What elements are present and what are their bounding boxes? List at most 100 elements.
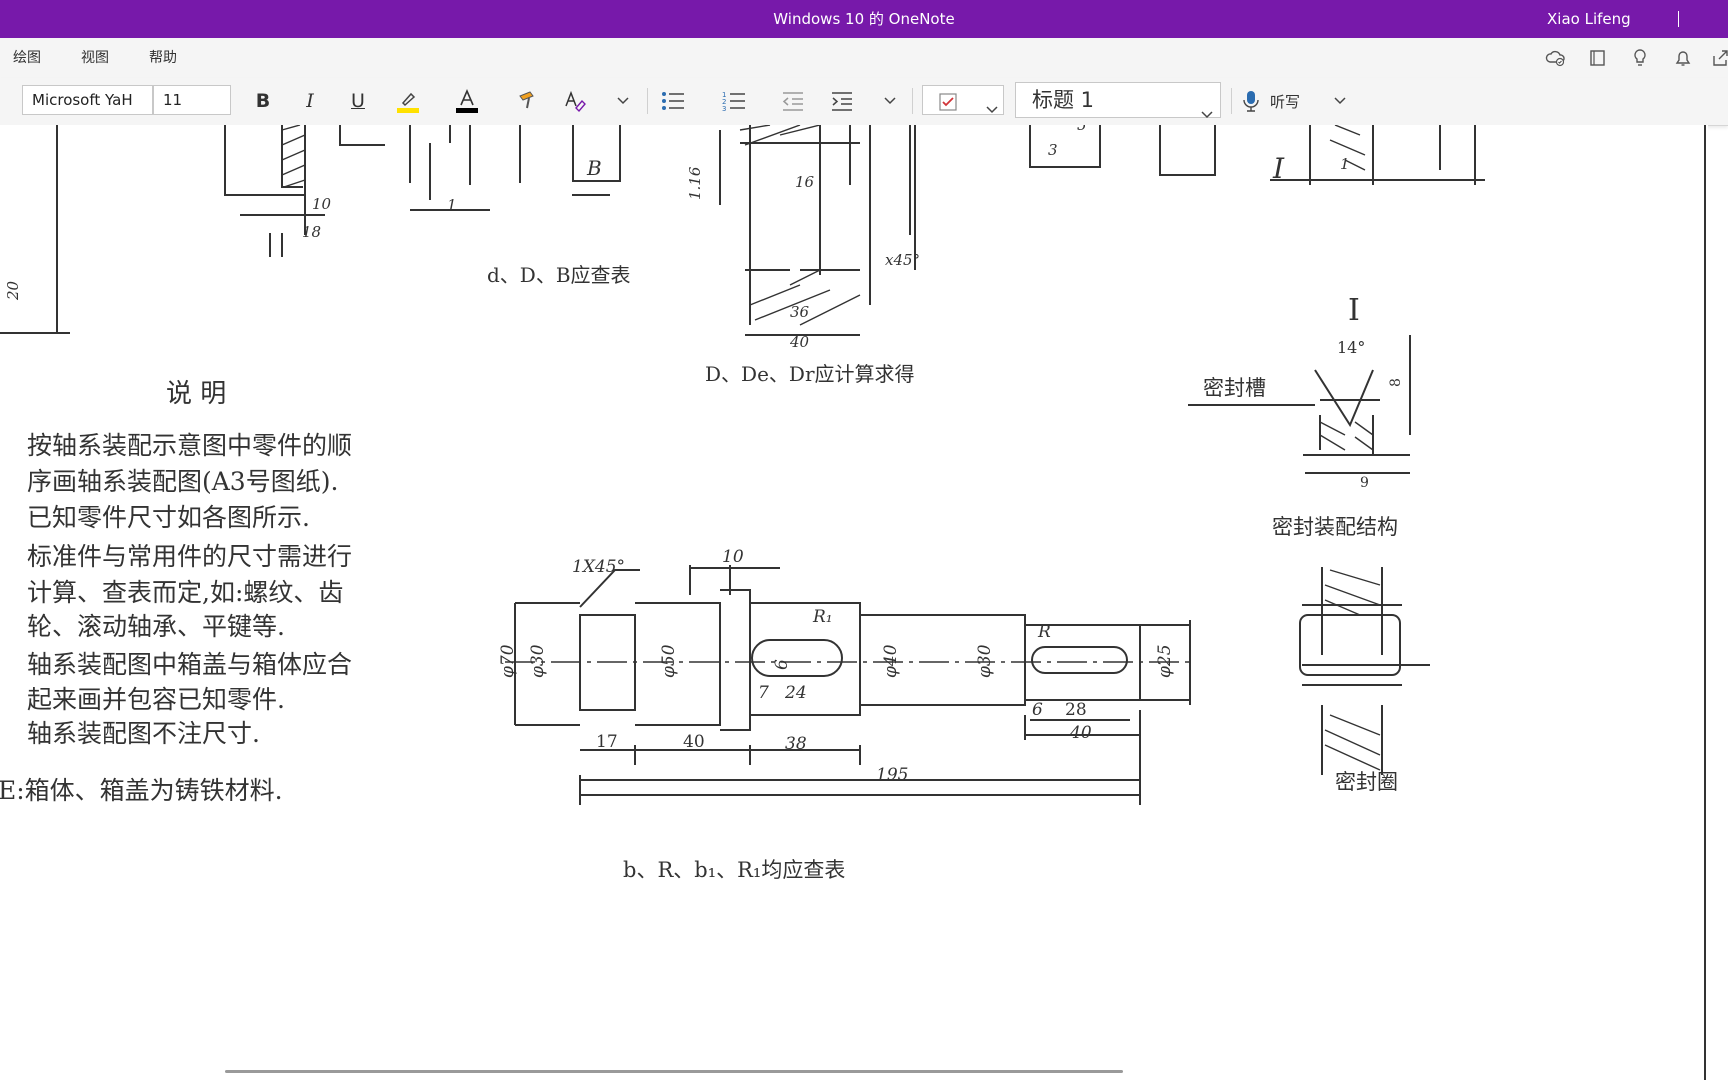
menu-bar: 绘图 视图 帮助 [0, 38, 1728, 78]
svg-text:24: 24 [784, 683, 807, 703]
svg-text:36: 36 [790, 303, 810, 321]
svg-text:1: 1 [447, 196, 457, 214]
notes-line: 按轴系装配示意图中零件的顺 [27, 431, 352, 460]
svg-text:1: 1 [722, 91, 726, 99]
style-dropdown[interactable]: 标题 1 [1015, 82, 1221, 119]
microphone-icon[interactable] [1236, 86, 1266, 116]
note-page[interactable]: 10 18 1 B 16 1.16 x45° 36 40 3 5 I 1 20 … [0, 125, 1708, 1080]
notes-line: 轴系装配图中箱盖与箱体应合 [27, 650, 352, 679]
svg-text:18: 18 [302, 223, 321, 241]
notes-line: 轮、滚动轴承、平键等. [27, 612, 285, 641]
bold-button[interactable]: B [255, 90, 271, 112]
notes-line: 轴系装配图不注尺寸. [27, 719, 260, 748]
angle-label: 14° [1337, 338, 1365, 357]
sync-status-icon[interactable] [1545, 48, 1567, 68]
font-color-icon[interactable] [452, 86, 482, 116]
increase-indent-icon[interactable] [827, 86, 857, 116]
svg-text:40: 40 [1069, 723, 1092, 743]
toolbar-divider [647, 88, 648, 114]
svg-text:17: 17 [596, 732, 618, 752]
svg-text:3: 3 [1048, 141, 1058, 159]
notes-line: 序画轴系装配图(A3号图纸). [27, 467, 338, 496]
notes-line: 起来画并包容已知零件. [27, 685, 285, 714]
svg-text:1: 1 [1340, 155, 1350, 173]
top-dimension-labels: 10 18 1 B 16 1.16 x45° 36 40 3 5 I 1 20 [4, 125, 1350, 351]
user-name[interactable]: Xiao Lifeng [1547, 10, 1631, 28]
shaft-dimension-labels: 1X45° 10 φ30 φ50 φ40 φ30 φ25 φ70 R R₁ 6 … [498, 547, 1175, 785]
svg-text:40: 40 [789, 333, 810, 351]
svg-text:1.16: 1.16 [686, 166, 704, 200]
font-name-box[interactable]: Microsoft YaH [22, 85, 153, 115]
caption-calc: D、De、Dr应计算求得 [705, 362, 915, 386]
svg-text:φ30: φ30 [975, 644, 995, 678]
notes-line: 计算、查表而定,如:螺纹、齿 [27, 578, 343, 607]
toolbar-divider [912, 88, 913, 114]
window-title: Windows 10 的 OneNote [773, 10, 955, 28]
svg-text:7: 7 [758, 683, 769, 703]
svg-text:φ70: φ70 [498, 644, 518, 678]
style-value: 标题 1 [1032, 88, 1095, 112]
svg-text:2: 2 [722, 98, 726, 106]
detail-label: I [1348, 293, 1360, 328]
drawing-canvas: 10 18 1 B 16 1.16 x45° 36 40 3 5 I 1 20 … [0, 125, 1485, 882]
dictate-button[interactable]: 听写 [1270, 92, 1301, 111]
svg-text:x45°: x45° [885, 251, 920, 269]
chevron-down-icon[interactable] [875, 86, 905, 116]
todo-checkbox-icon [939, 92, 957, 120]
svg-text:16: 16 [795, 173, 815, 191]
bullet-list-icon[interactable] [658, 86, 688, 116]
chevron-down-icon[interactable] [1325, 86, 1355, 116]
caption-seal-structure: 密封装配结构 [1272, 515, 1398, 539]
font-size-box[interactable]: 11 [153, 85, 231, 115]
chevron-down-icon[interactable] [608, 86, 638, 116]
svg-text:20: 20 [4, 280, 22, 301]
decrease-indent-icon[interactable] [778, 86, 808, 116]
notebook-icon[interactable] [1587, 48, 1609, 68]
format-painter-icon[interactable] [513, 86, 543, 116]
lightbulb-icon[interactable] [1629, 48, 1651, 68]
svg-text:195: 195 [876, 765, 908, 785]
notes-block: 说 明 按轴系装配示意图中零件的顺 序画轴系装配图(A3号图纸). 已知零件尺寸… [0, 379, 352, 805]
svg-text:28: 28 [1065, 700, 1087, 720]
svg-text:I: I [1272, 152, 1285, 185]
notes-line: 标准件与常用件的尺寸需进行 [27, 542, 352, 571]
svg-text:φ25: φ25 [1155, 644, 1175, 678]
notes-line: 已知零件尺寸如各图所示. [27, 503, 310, 532]
tag-dropdown[interactable] [922, 85, 1004, 115]
caption-bottom: b、R、b₁、R₁均应查表 [623, 858, 845, 882]
svg-text:10: 10 [312, 195, 332, 213]
menu-view[interactable]: 视图 [81, 50, 109, 66]
svg-text:38: 38 [785, 734, 807, 754]
caption-d-table: d、D、B应查表 [487, 263, 631, 287]
italic-button[interactable]: I [306, 90, 314, 112]
svg-text:6: 6 [772, 659, 792, 670]
svg-text:φ30: φ30 [528, 644, 548, 678]
menu-help[interactable]: 帮助 [149, 50, 177, 66]
svg-text:6: 6 [1032, 700, 1043, 720]
horizontal-scrollbar[interactable] [225, 1070, 1123, 1073]
svg-text:10: 10 [722, 547, 744, 567]
menu-draw[interactable]: 绘图 [13, 50, 41, 66]
title-bar: Windows 10 的 OneNote Xiao Lifeng [0, 0, 1728, 38]
bell-icon[interactable] [1672, 48, 1694, 68]
page-border [1704, 125, 1706, 1080]
caption-seal-groove: 密封槽 [1203, 376, 1266, 400]
svg-text:R: R [1037, 622, 1051, 642]
clear-formatting-icon[interactable] [560, 86, 590, 116]
notes-heading: 说 明 [166, 379, 226, 409]
share-icon[interactable] [1710, 48, 1728, 68]
chevron-down-icon [1200, 96, 1214, 130]
toolbar-divider [1231, 88, 1232, 114]
svg-text:3: 3 [722, 105, 726, 113]
svg-text:φ40: φ40 [881, 644, 901, 678]
underline-button[interactable]: U [351, 90, 365, 112]
svg-text:1X45°: 1X45° [572, 557, 625, 577]
title-separator [1678, 11, 1679, 27]
highlight-icon[interactable] [393, 86, 423, 116]
notes-footnote: E:箱体、箱盖为铸铁材料. [0, 776, 283, 805]
svg-text:R₁: R₁ [812, 607, 833, 627]
svg-text:B: B [586, 156, 602, 180]
svg-text:φ50: φ50 [659, 644, 679, 678]
